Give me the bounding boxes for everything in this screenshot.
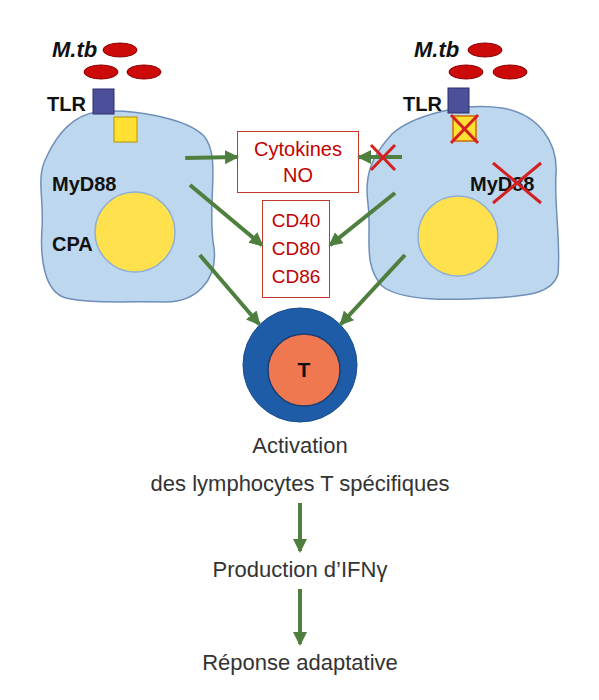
cross-mark [451,115,478,143]
step-text: Production d’IFNγ [150,551,450,589]
cell-nucleus [95,192,175,272]
pathogen-label: M.tb [414,37,459,63]
flow-arrow [298,503,302,551]
cell-body [243,308,357,422]
t-lymphocyte: T [242,307,358,423]
cross-mark [451,115,478,143]
cell-nucleus [418,196,498,276]
cell-membrane [367,107,559,300]
flow-arrow [185,157,237,158]
receptor-square [93,89,114,114]
bacterium [103,43,137,57]
bacterium [127,65,161,79]
adaptor-square [114,117,137,142]
box-text: Cytokines NO [244,136,352,188]
cell-membrane [41,111,215,302]
receptor-label: TLR [403,92,442,116]
flow-arrow [298,589,302,644]
output-box: Cytokines NO [237,131,359,193]
flow-step: Production d’IFNγ [150,551,450,589]
flow-step: Activation des lymphocytes T spécifiques [120,427,480,503]
cell-label: T [284,358,324,382]
molecule-box: CD40 CD80 CD86 [262,200,330,298]
bacterium [493,65,527,79]
step-text: Activation des lymphocytes T spécifiques [120,427,480,503]
step-text: Réponse adaptative [150,644,450,682]
flow-step: Réponse adaptative [150,644,450,682]
pathogen-label: M.tb [52,37,97,63]
receptor-square [448,88,469,113]
protein-label: MyD88 [52,172,116,196]
bacterium [449,65,483,79]
bacterium [84,65,118,79]
bacterium [468,43,502,57]
cell-nucleus [268,334,340,406]
flow-arrow [200,255,259,324]
box-text: CD40 CD80 CD86 [269,207,323,291]
receptor-label: TLR [47,92,86,116]
cell-label: CPA [52,232,93,256]
